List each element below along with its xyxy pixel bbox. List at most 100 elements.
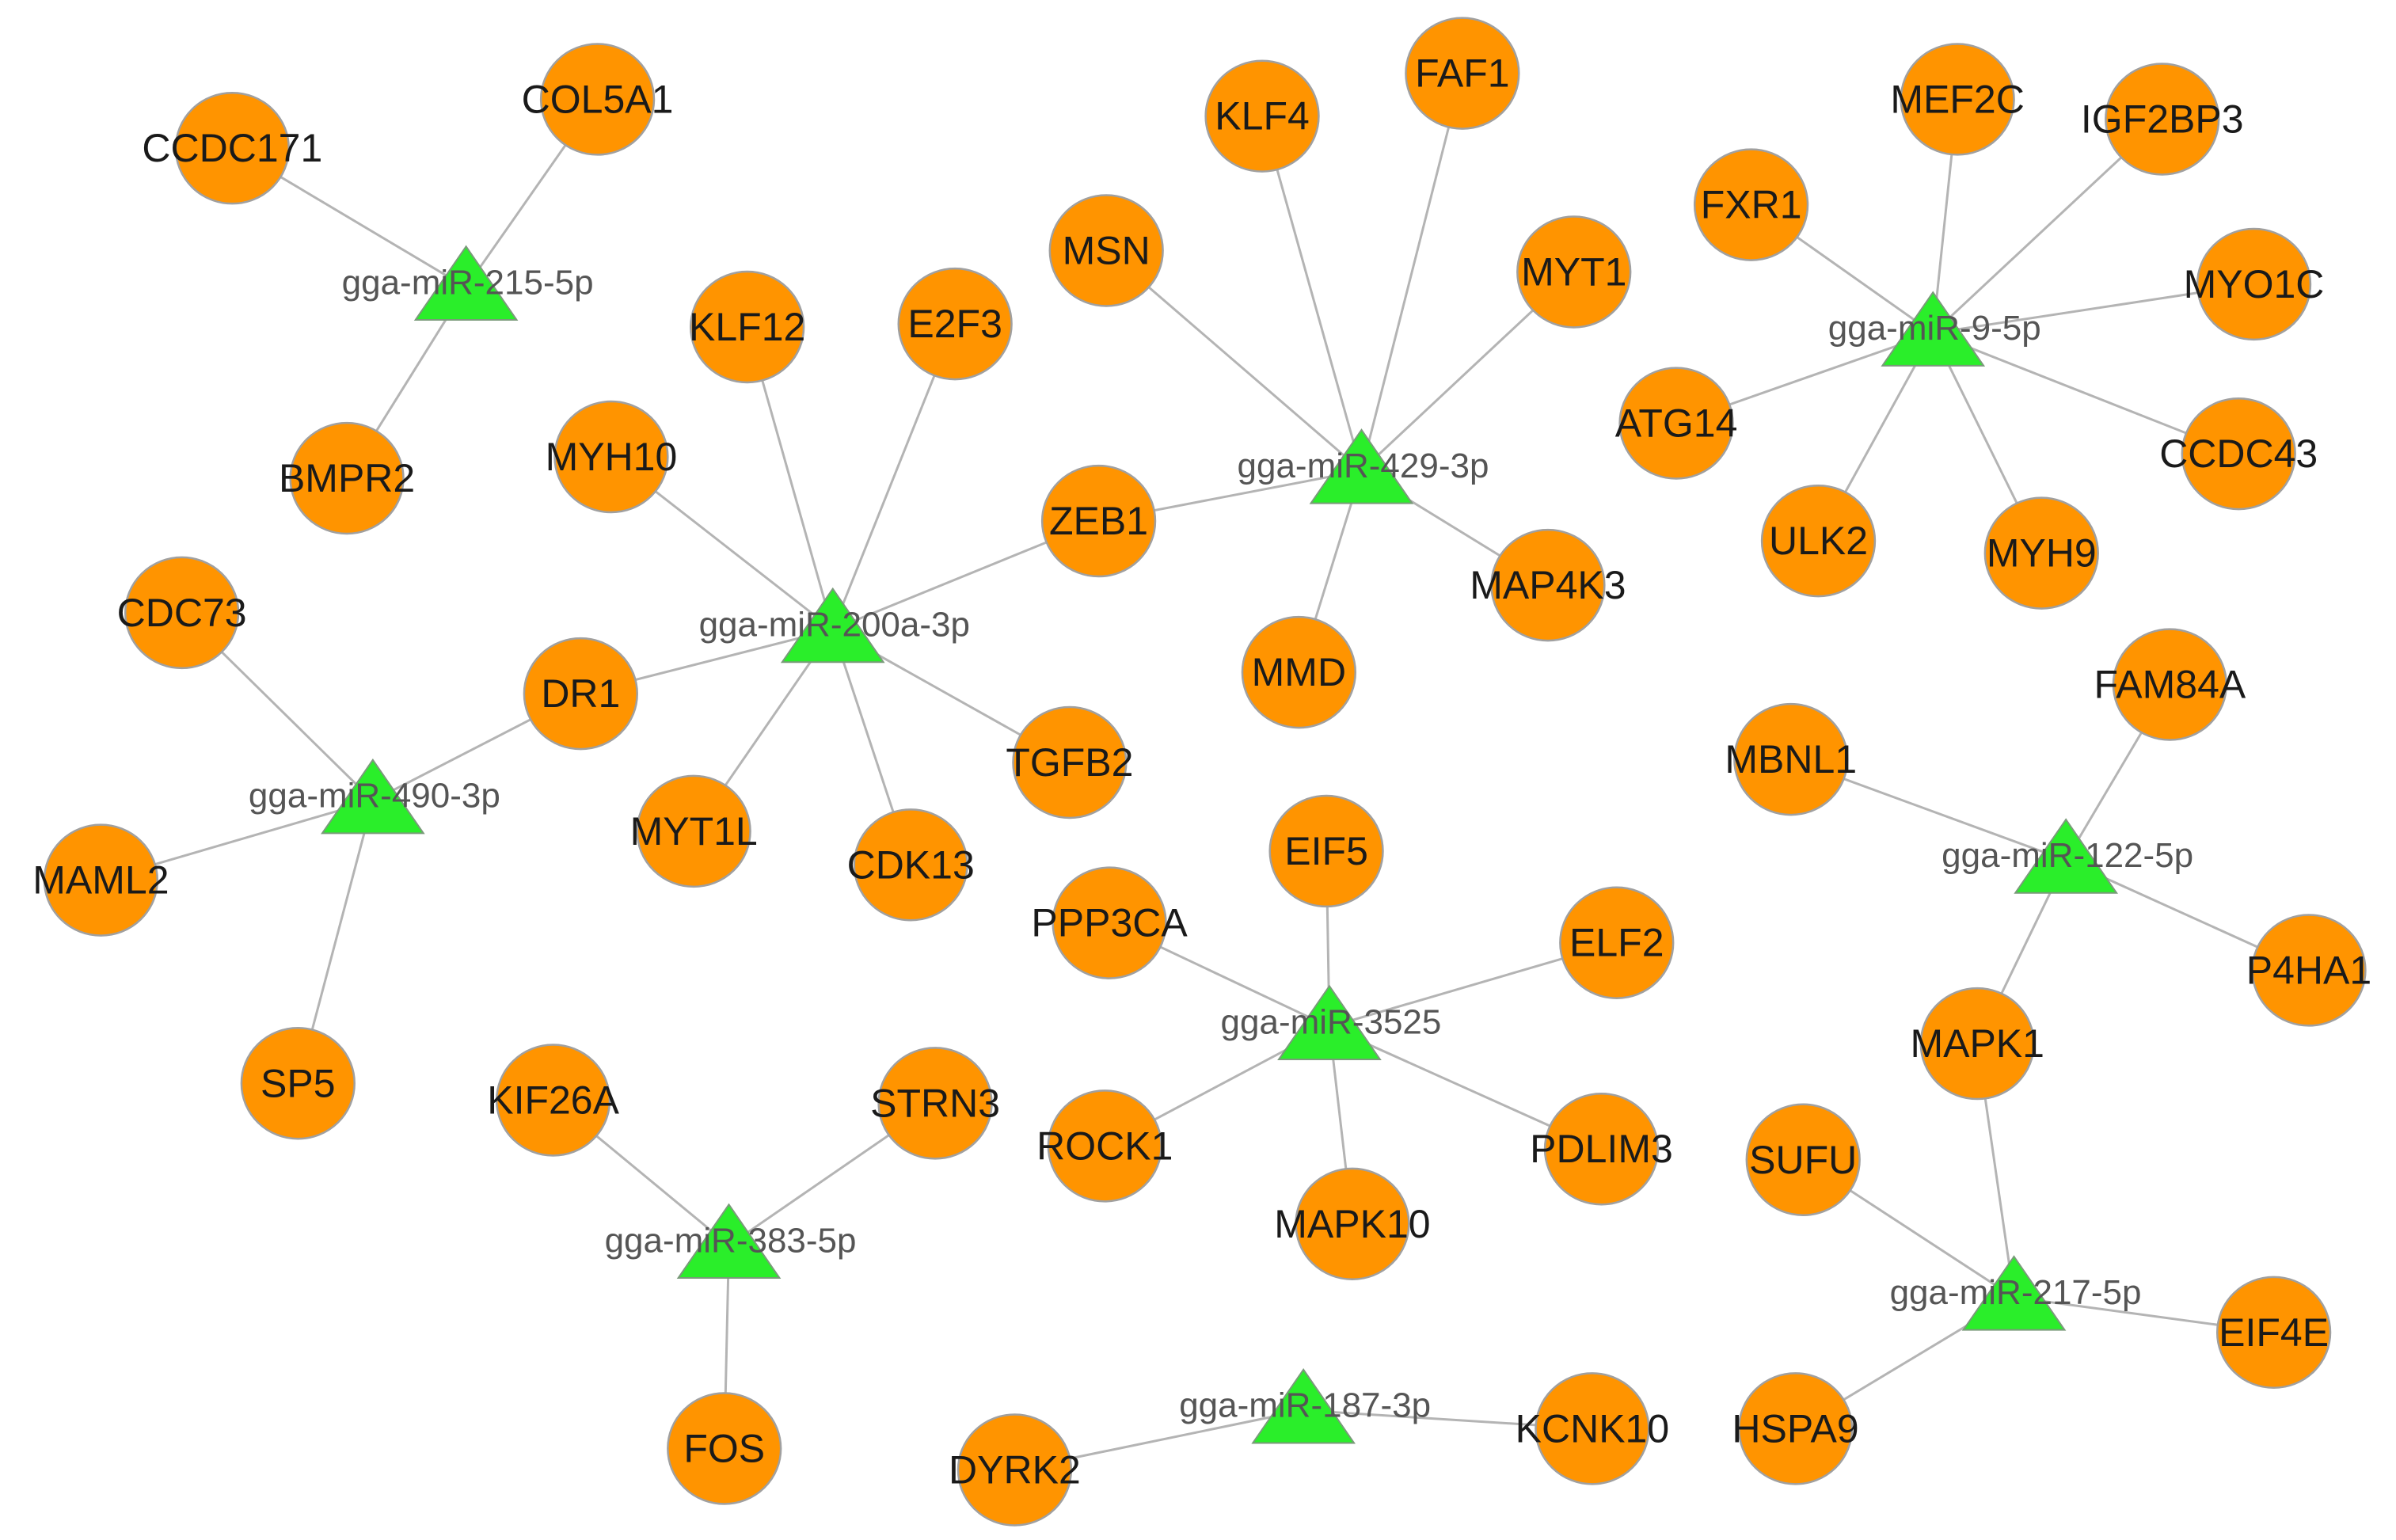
edge-m429-FAF1 [1360,73,1464,471]
gene-node-dr1[interactable]: DR1 [523,637,638,751]
gene-node-col5a1[interactable]: COL5A1 [522,43,674,156]
gene-label: SUFU [1749,1138,1857,1182]
gene-node-bmpr2[interactable]: BMPR2 [279,421,415,535]
gene-label: FAM84A [2094,663,2246,707]
gene-node-elf2[interactable]: ELF2 [1559,886,1675,999]
mirna-node-m217[interactable]: gga-miR-217-5p [1890,1255,2142,1331]
mirna-node-m187[interactable]: gga-miR-187-3p [1179,1367,1431,1444]
gene-circle [1737,1372,1854,1485]
gene-node-ccdc171[interactable]: CCDC171 [142,91,322,205]
gene-circle [523,637,638,751]
gene-node-fam84a[interactable]: FAM84A [2094,628,2246,741]
mirna-node-m490[interactable]: gga-miR-490-3p [249,758,500,835]
gene-node-mapk1[interactable]: MAPK1 [1910,987,2044,1101]
gene-circle [289,421,405,535]
gene-circle [1405,17,1520,130]
gene-circle [1693,148,1809,261]
gene-node-fos[interactable]: FOS [667,1392,782,1505]
gene-circle [690,270,805,384]
mirna-node-m122[interactable]: gga-miR-122-5p [1942,818,2193,894]
gene-node-map4k3[interactable]: MAP4K3 [1470,528,1626,642]
mirna-node-m200a[interactable]: gga-miR-200a-3p [699,587,970,664]
gene-node-mbnl1[interactable]: MBNL1 [1725,702,1857,816]
gene-node-cdc73[interactable]: CDC73 [117,556,247,670]
gene-node-ppp3ca[interactable]: PPP3CA [1031,866,1188,979]
mirna-node-m383[interactable]: gga-miR-383-5p [605,1203,857,1280]
gene-node-myt1[interactable]: MYT1 [1516,215,1632,329]
gene-node-strn3[interactable]: STRN3 [870,1047,1000,1160]
gene-circle [1516,215,1632,329]
mirna-triangle [1251,1367,1356,1444]
mirna-label: gga-miR-215-5p [342,263,594,302]
gene-node-rock1[interactable]: ROCK1 [1036,1089,1173,1203]
gene-label: MAPK10 [1274,1202,1430,1246]
gene-node-cdk13[interactable]: CDK13 [847,808,975,922]
gene-node-kif26a[interactable]: KIF26A [487,1044,620,1157]
gene-circle [956,1413,1073,1527]
gene-label: KLF4 [1215,94,1310,139]
mirna-label: gga-miR-429-3p [1238,447,1489,485]
mirna-triangle [321,758,425,835]
gene-node-myt1l[interactable]: MYT1L [630,774,758,888]
gene-node-zeb1[interactable]: ZEB1 [1040,464,1157,578]
mirna-triangle [2014,818,2118,894]
gene-label: ATG14 [1615,401,1738,446]
mirna-node-m3525[interactable]: gga-miR-3525 [1221,984,1442,1061]
gene-circle [1745,1103,1861,1216]
gene-label: CDK13 [847,842,975,887]
gene-node-mapk10[interactable]: MAPK10 [1274,1167,1431,1281]
gene-label: MYO1C [2184,262,2325,306]
gene-label: PDLIM3 [1530,1127,1673,1171]
gene-label: MMD [1252,650,1346,694]
gene-node-mef2c[interactable]: MEF2C [1890,43,2025,156]
gene-label: COL5A1 [522,77,674,121]
gene-node-ccdc43[interactable]: CCDC43 [2159,397,2318,511]
gene-label: FAF1 [1415,51,1509,96]
gene-node-klf12[interactable]: KLF12 [689,270,805,384]
gene-node-sp5[interactable]: SP5 [240,1027,356,1140]
mirna-node-m429[interactable]: gga-miR-429-3p [1238,428,1489,504]
gene-label: MAPK1 [1910,1021,2044,1066]
gene-node-myh9[interactable]: MYH9 [1983,496,2099,610]
gene-circle [667,1392,782,1505]
gene-circle [1204,59,1320,173]
gene-node-maml2[interactable]: MAML2 [32,823,169,937]
gene-circle [539,43,656,156]
gene-circle [636,774,751,888]
gene-label: MYT1 [1521,250,1626,295]
gene-node-eif4e[interactable]: EIF4E [2215,1276,2332,1390]
gene-node-tgfb2[interactable]: TGFB2 [1006,705,1133,819]
gene-node-pdlim3[interactable]: PDLIM3 [1530,1093,1673,1206]
mirna-triangle [413,245,519,321]
gene-label: SP5 [261,1061,336,1105]
gene-circle [897,267,1013,381]
gene-circle [1268,794,1384,908]
gene-circle [877,1047,993,1160]
gene-circle [1760,484,1877,598]
mirna-node-m9[interactable]: gga-miR-9-5p [1828,291,2041,367]
gene-node-fxr1[interactable]: FXR1 [1693,148,1809,261]
gene-node-ulk2[interactable]: ULK2 [1760,484,1877,598]
gene-node-eif5[interactable]: EIF5 [1268,794,1384,908]
gene-node-msn[interactable]: MSN [1048,194,1164,307]
gene-node-p4ha1[interactable]: P4HA1 [2246,914,2371,1027]
gene-node-mmd[interactable]: MMD [1241,615,1357,729]
gene-node-sufu[interactable]: SUFU [1745,1103,1861,1216]
gene-node-e2f3[interactable]: E2F3 [897,267,1013,381]
gene-circle [1559,886,1675,999]
gene-circle [1618,367,1734,480]
gene-node-klf4[interactable]: KLF4 [1204,59,1320,173]
gene-node-faf1[interactable]: FAF1 [1405,17,1520,130]
gene-node-kcnk10[interactable]: KCNK10 [1516,1372,1670,1485]
gene-node-myo1c[interactable]: MYO1C [2184,227,2325,341]
mirna-node-m215[interactable]: gga-miR-215-5p [342,245,594,321]
gene-node-igf2bp3[interactable]: IGF2BP3 [2081,63,2244,176]
gene-node-myh10[interactable]: MYH10 [546,400,678,514]
gene-label: P4HA1 [2246,948,2371,992]
mirna-triangle [780,587,885,664]
gene-node-dyrk2[interactable]: DYRK2 [949,1413,1081,1527]
gene-label: FOS [683,1426,765,1470]
gene-node-atg14[interactable]: ATG14 [1615,367,1738,480]
gene-label: MAML2 [32,858,169,903]
gene-node-hspa9[interactable]: HSPA9 [1732,1372,1859,1485]
